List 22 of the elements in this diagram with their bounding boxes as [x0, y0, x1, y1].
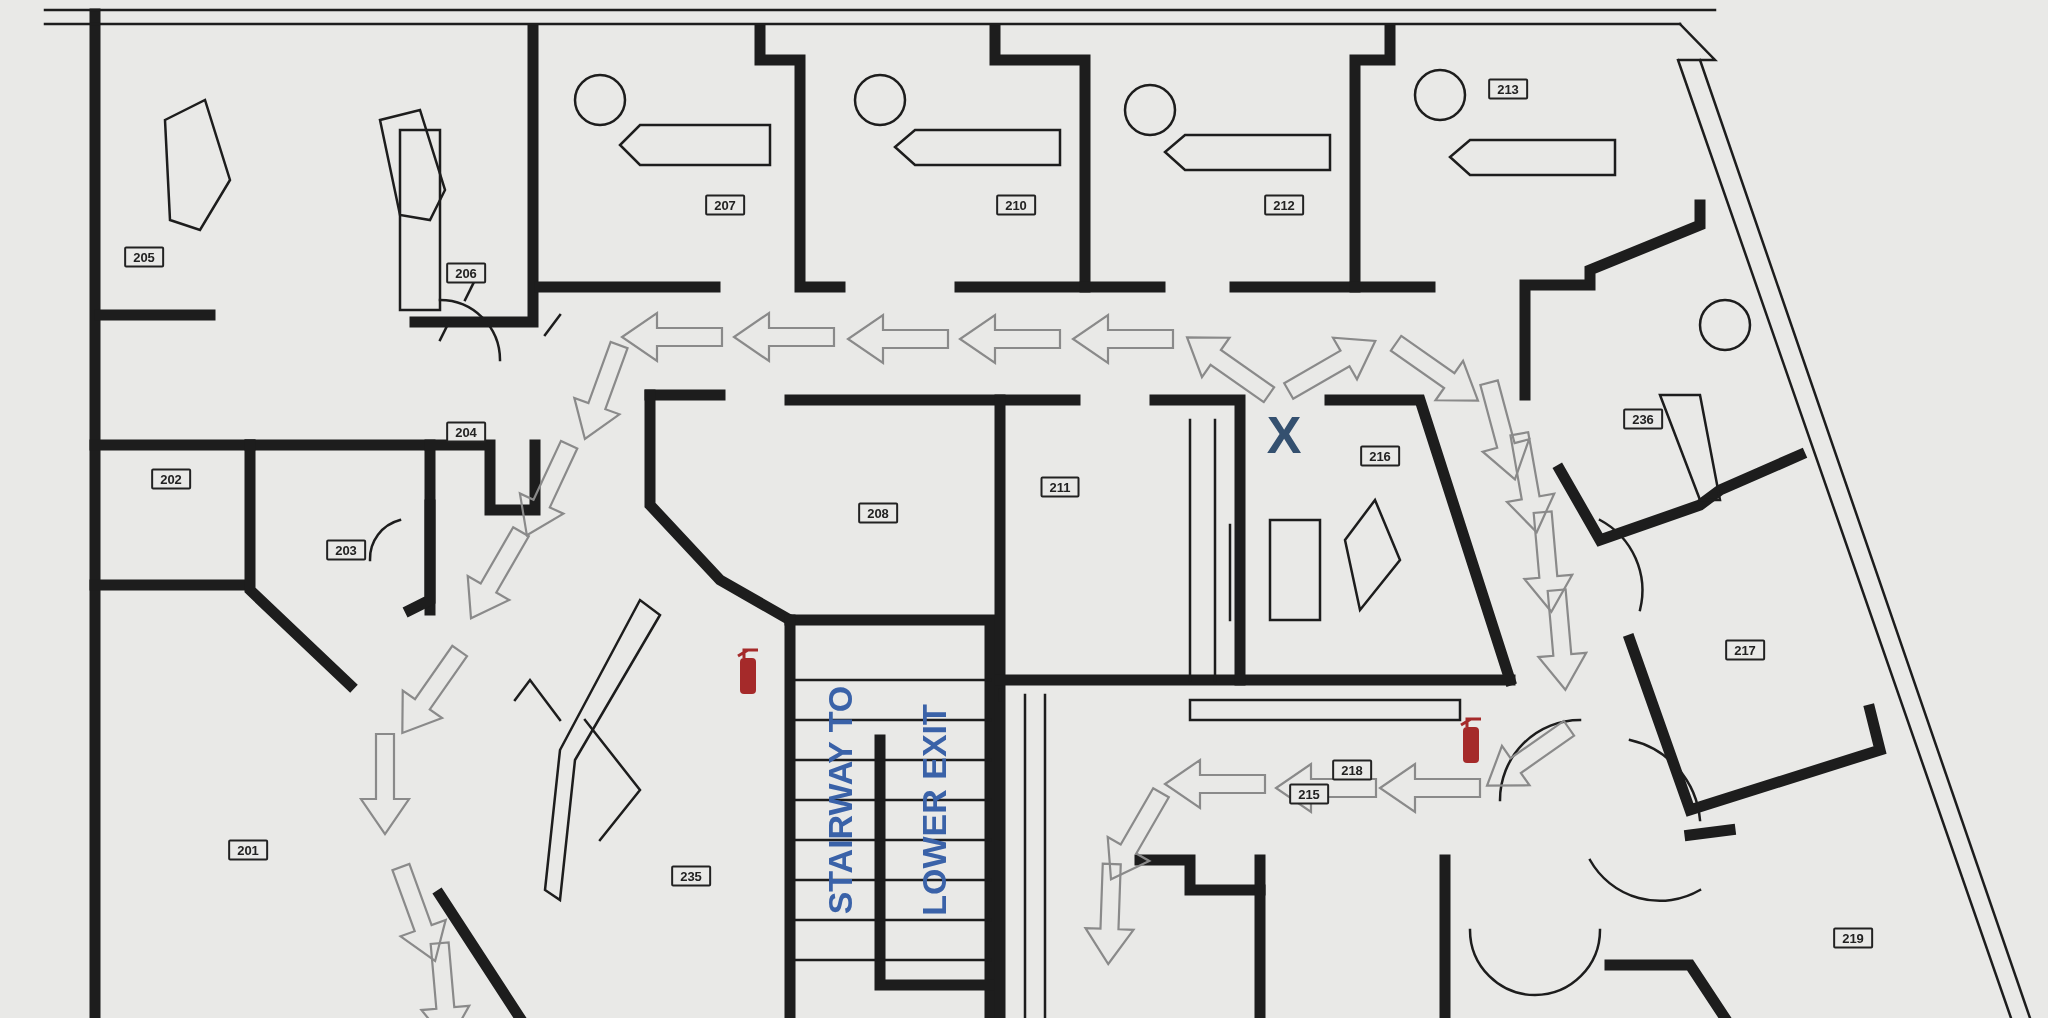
room-number: 236	[1623, 408, 1663, 430]
room-number: 202	[151, 468, 191, 490]
room-number: 203	[326, 539, 366, 561]
stair-label: LOWER EXIT	[914, 704, 954, 916]
room-number: 210	[996, 194, 1036, 216]
room-number: 204	[446, 421, 486, 443]
room-number: 218	[1332, 759, 1372, 781]
stair-label: STAIRWAY TO	[820, 685, 860, 915]
room-number: 215	[1289, 783, 1329, 805]
room-number: 201	[228, 839, 268, 861]
room-number: 206	[446, 262, 486, 284]
room-number: 217	[1725, 639, 1765, 661]
room-number: 212	[1264, 194, 1304, 216]
room-number: 219	[1833, 927, 1873, 949]
room-number: 235	[671, 865, 711, 887]
location-marker: X	[1266, 405, 1302, 465]
room-number: 211	[1040, 476, 1080, 498]
room-number: 213	[1488, 78, 1528, 100]
room-number: 216	[1360, 445, 1400, 467]
room-number: 207	[705, 194, 745, 216]
room-number: 205	[124, 246, 164, 268]
room-number: 208	[858, 502, 898, 524]
